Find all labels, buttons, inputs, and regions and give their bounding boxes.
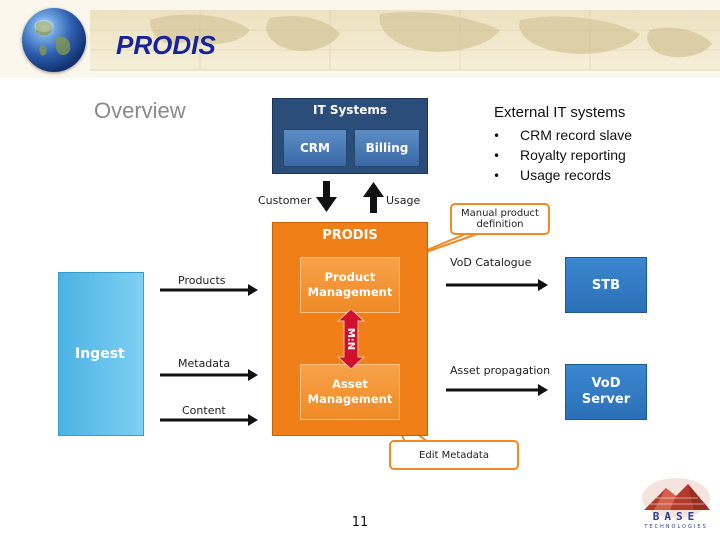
section-heading: Overview [94,98,186,123]
bullet-icon: • [493,149,501,163]
page-title: PRODIS [116,30,216,60]
bullet-icon: • [493,129,501,143]
asset-propagation-arrow [446,384,548,396]
stb-box: STB [565,257,647,313]
asset-management-box: Asset Management [300,364,400,420]
metadata-arrow [160,369,258,381]
content-label: Content [182,404,226,417]
prodis-label: PRODIS [322,228,378,243]
external-item-royalty: Royalty reporting [520,147,626,163]
asset-propagation-label: Asset propagation [450,364,551,377]
it-systems-label: IT Systems [313,103,387,117]
ingest-box: Ingest [58,272,144,436]
mn-label: M:N [345,327,357,351]
world-map-background [0,0,720,78]
external-it-systems-title: External IT systems [494,104,626,121]
edit-metadata-callout: Edit Metadata [389,440,519,470]
metadata-label: Metadata [178,357,231,370]
products-arrow [160,284,258,296]
external-item-crm: CRM record slave [520,127,633,143]
bullet-icon: • [493,169,501,183]
vod-server-box: VoD Server [565,364,647,420]
logo-text: BASE [652,510,700,523]
customer-label: Customer [258,194,312,207]
logo-subtext: TECHNOLOGIES [644,524,708,530]
base-technologies-logo: BASE TECHNOLOGIES [636,476,716,534]
vod-server-label: VoD Server [581,376,631,407]
header-banner [0,0,720,78]
pyramid-icon [642,478,710,518]
globe-logo [22,8,86,72]
manual-product-definition-callout: Manual product definition [450,203,550,235]
vod-catalogue-arrow [446,279,548,291]
crm-box: CRM [283,129,347,167]
product-management-box: Product Management [300,257,400,313]
usage-label: Usage [386,194,421,207]
mn-connector-arrow [337,309,365,369]
billing-box: Billing [354,129,420,167]
vod-catalogue-label: VoD Catalogue [450,256,532,269]
page-number: 11 [351,515,369,530]
external-item-usage: Usage records [520,167,612,183]
globe-icon [34,20,71,56]
usage-arrow [363,182,384,213]
content-arrow [160,414,258,426]
products-label: Products [178,274,226,287]
customer-arrow [316,181,337,212]
